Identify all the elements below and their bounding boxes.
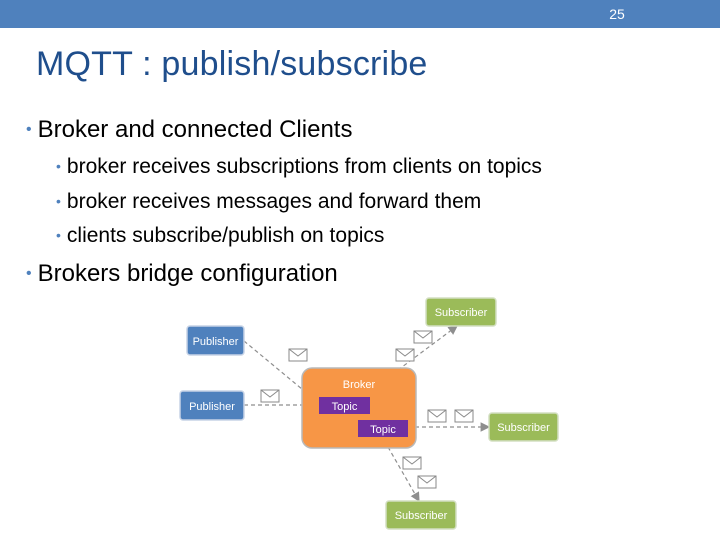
publisher-label: Publisher	[193, 336, 239, 348]
subscriber-node-right: Subscriber	[488, 412, 559, 442]
message-envelope-icon	[402, 456, 422, 470]
message-envelope-icon	[427, 409, 447, 423]
bullet-text: broker receives messages and forward the…	[66, 190, 482, 213]
arrow-topic-subscriber-bottom	[387, 446, 420, 503]
topic-box-2	[358, 420, 408, 437]
subscriber-node-bottom: Subscriber	[385, 500, 457, 530]
message-envelope-icon	[260, 389, 280, 403]
publisher-node-2: Publisher	[179, 390, 245, 421]
subscriber-label: Subscriber	[497, 422, 550, 434]
bullet-text: Broker and connected Clients	[37, 116, 353, 143]
subscriber-label: Subscriber	[395, 510, 448, 522]
message-envelope-icon	[395, 348, 415, 362]
publisher-node-1: Publisher	[186, 325, 245, 356]
subscriber-node-top: Subscriber	[425, 297, 497, 327]
subscriber-label: Subscriber	[435, 307, 488, 319]
bullet-text: clients subscribe/publish on topics	[66, 224, 385, 247]
bullet-dot-icon: •	[56, 227, 61, 243]
topic-label: Topic	[370, 424, 396, 436]
publisher-label: Publisher	[189, 401, 235, 413]
topic-label: Topic	[332, 401, 358, 413]
bullet-level2-2: • broker receives messages and forward th…	[56, 190, 481, 214]
message-envelope-icon	[454, 409, 474, 423]
bullet-level1-2: • Brokers bridge configuration	[26, 260, 338, 288]
message-envelope-icon	[288, 348, 308, 362]
bullet-dot-icon: •	[56, 193, 61, 209]
bullet-dot-icon: •	[26, 265, 32, 282]
arrow-publisher1-topic	[243, 340, 321, 405]
message-envelope-icon	[417, 475, 437, 489]
header-bar: 25	[0, 0, 720, 28]
broker-node: Broker Topic Topic	[301, 367, 417, 449]
bullet-level2-3: • clients subscribe/publish on topics	[56, 224, 384, 248]
broker-label: Broker	[343, 379, 376, 391]
bullet-level1-1: • Broker and connected Clients	[26, 116, 352, 144]
bullet-dot-icon: •	[56, 158, 61, 174]
bullet-dot-icon: •	[26, 121, 32, 138]
bullet-text: Brokers bridge configuration	[37, 260, 338, 287]
bullet-level2-1: • broker receives subscriptions from clie…	[56, 155, 542, 179]
bullet-text: broker receives subscriptions from clien…	[66, 155, 542, 178]
message-envelope-icon	[413, 330, 433, 344]
topic-box-1	[319, 397, 370, 414]
slide-title: MQTT : publish/subscribe	[36, 45, 428, 83]
flow-arrows	[243, 325, 491, 503]
arrow-topic-subscriber-top	[397, 325, 458, 371]
slide-number: 25	[609, 6, 625, 22]
